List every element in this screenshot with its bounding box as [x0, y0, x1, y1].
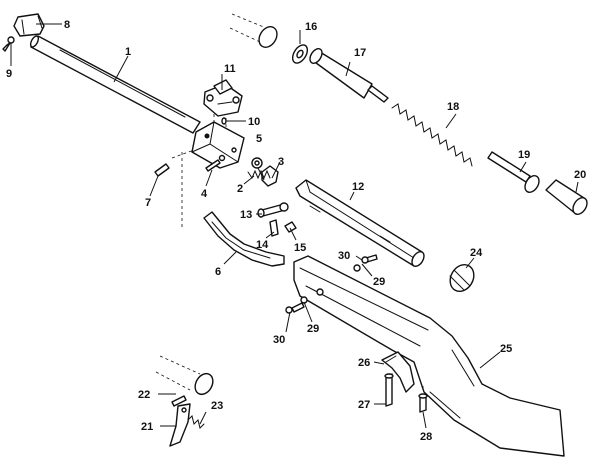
cocking-lever	[203, 211, 285, 267]
tube-end-reference	[229, 13, 278, 48]
part-labels: 1 8 9 11 10 5 3 2 4 7 6 13 14 15 12 24 3…	[6, 19, 586, 443]
label-part-11: 11	[224, 63, 236, 75]
front-sight	[13, 13, 45, 37]
pivot-pin	[205, 159, 221, 172]
label-part-21: 21	[141, 421, 153, 433]
label-part-9: 9	[6, 68, 12, 80]
label-part-3: 3	[278, 156, 284, 168]
label-part-30-lower: 30	[273, 334, 285, 346]
label-part-18: 18	[447, 101, 459, 113]
cross-pin	[154, 163, 170, 177]
lever-washer	[279, 202, 289, 212]
label-part-24: 24	[470, 247, 483, 259]
label-part-5: 5	[256, 133, 262, 145]
breech-block	[191, 121, 245, 169]
stock	[293, 255, 565, 457]
sight-screw	[2, 36, 15, 52]
label-part-25: 25	[500, 343, 512, 355]
label-part-6: 6	[215, 266, 221, 278]
stock-screw-lower	[285, 302, 305, 314]
spring-guide	[487, 151, 540, 193]
label-part-17: 17	[354, 47, 366, 59]
compression-tube	[295, 179, 425, 267]
lever-spacer	[269, 219, 279, 237]
trigger-guard	[381, 351, 415, 393]
label-part-19: 19	[518, 149, 530, 161]
label-part-23: 23	[211, 400, 223, 412]
end-plug	[545, 179, 588, 215]
rear-sight	[203, 79, 243, 117]
trigger-pin	[171, 395, 187, 407]
label-part-29-lower: 29	[307, 323, 319, 335]
label-part-4: 4	[201, 188, 208, 200]
piston-seal	[291, 44, 309, 64]
dashed-guide-line	[171, 149, 195, 159]
label-part-29-upper: 29	[373, 276, 385, 288]
label-part-16: 16	[305, 21, 317, 33]
leader-lines	[10, 23, 579, 429]
label-part-10: 10	[248, 116, 260, 128]
end-cap	[449, 263, 475, 293]
piston	[309, 48, 389, 103]
label-part-13: 13	[240, 209, 252, 221]
label-part-15: 15	[294, 242, 306, 254]
label-part-26: 26	[358, 357, 370, 369]
stock-screw-upper	[361, 254, 378, 264]
trigger-spring	[187, 415, 205, 429]
label-part-14: 14	[256, 239, 269, 251]
label-part-28: 28	[420, 431, 432, 443]
rear-sight-screw	[221, 117, 227, 125]
guard-screw	[384, 373, 394, 407]
label-part-27: 27	[358, 399, 370, 411]
label-part-8: 8	[64, 19, 70, 31]
lever-nut	[284, 221, 297, 233]
washer	[251, 157, 263, 169]
stock-washer-upper	[353, 264, 361, 272]
trigger	[169, 403, 191, 447]
label-part-7: 7	[145, 197, 151, 209]
label-part-30-upper: 30	[338, 250, 350, 262]
guard-rear-screw	[418, 386, 428, 413]
label-part-2: 2	[237, 183, 243, 195]
label-part-22: 22	[138, 389, 150, 401]
detent-plunger	[261, 165, 279, 187]
label-part-20: 20	[574, 169, 586, 181]
trigger-housing-reference	[155, 355, 214, 396]
barrel	[29, 35, 201, 134]
label-part-1: 1	[125, 46, 131, 58]
mainspring	[391, 103, 473, 167]
label-part-12: 12	[352, 181, 364, 193]
